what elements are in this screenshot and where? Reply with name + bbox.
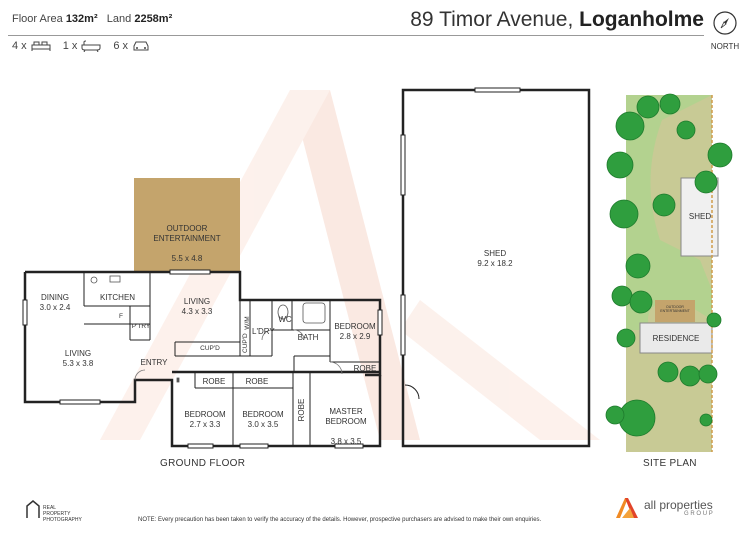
north-compass: NORTH [708,10,742,51]
outdoor-entertainment-dim: 5.5 x 4.8 [171,254,203,263]
property-address: 89 Timor Avenue, Loganholme [410,8,704,32]
bedroom-2-label: BEDROOM 2.8 x 2.9 [330,322,380,342]
living-room-name: LIVING [64,349,92,358]
kitchen-label: KITCHEN [99,293,136,302]
bedroom-4-label: BEDROOM 3.0 x 3.5 [238,410,288,430]
north-label: NORTH [710,42,740,51]
agency-name: all properties [644,498,713,512]
floor-area-label: Floor Area [12,13,63,25]
bedrooms-count: 4 x [12,40,27,52]
bedroom-3-name: BEDROOM [184,410,226,419]
outdoor-entertainment-area [134,178,240,272]
parking-count: 6 x [113,40,129,52]
fridge-label: F [119,313,123,320]
bath-icon [81,40,101,52]
shed-label: SHED 9.2 x 18.2 [460,249,530,269]
agency-logo: all properties G R O U P [614,496,713,520]
photography-logo: REAL PROPERTY PHOTOGRAPHY [26,499,82,523]
master-bedroom-label: MASTER BEDROOM 3.8 x 3.5 [316,397,376,457]
pantry-label: P'TRY [131,323,151,330]
kitchen-fixtures [90,275,326,383]
interior-walls [83,272,380,446]
living-room-dim: 5.3 x 3.8 [62,359,94,368]
bedroom-4-name: BEDROOM [242,410,284,419]
living-room-2-label: LIVING 4.3 x 3.3 [173,297,221,317]
outdoor-entertainment-name: OUTDOOR ENTERTAINMENT [153,224,221,243]
dining-label: DINING 3.0 x 2.4 [30,293,80,313]
features-row: 4 x 1 x 6 x [12,40,150,52]
living-room-label: LIVING 5.3 x 3.8 [53,349,103,369]
shed-name: SHED [483,249,507,258]
ground-floor-caption: GROUND FLOOR [160,458,246,469]
bed-icon [31,41,51,51]
disclaimer-note: NOTE: Every precaution has been taken to… [138,517,542,523]
living-room-2-name: LIVING [183,297,211,306]
robe-1-label: ROBE [202,377,226,386]
site-residence-label: RESIDENCE [652,334,700,343]
robe-4-label: ROBE [297,398,306,422]
land-label: Land [106,13,132,25]
land-value: 2258m² [134,13,173,25]
outdoor-entertainment-label: OUTDOOR ENTERTAINMENT 5.5 x 4.8 [140,214,234,274]
windows [22,269,383,449]
bedroom-2-dim: 2.8 x 2.9 [339,332,371,341]
robe-2-label: ROBE [245,377,269,386]
shed-openings [400,87,521,400]
bath-label: BATH [297,333,319,342]
agency-mark-icon [616,498,638,518]
site-outdoor-label: OUTDOOR ENTERTAINMENT [660,305,690,313]
wc-label: WC [278,315,292,324]
site-plan-caption: SITE PLAN [643,458,697,469]
floor-area: Floor Area 132m² Land 2258m² [12,13,172,25]
master-bedroom-name: MASTER BEDROOM [325,407,367,426]
bathrooms-count: 1 x [62,40,78,52]
site-plan-drawing [605,93,733,452]
photography-logo-text: REAL PROPERTY PHOTOGRAPHY [43,505,82,523]
bedroom-3-dim: 2.7 x 3.3 [189,420,221,429]
agency-group: G R O U P [684,511,713,517]
bedroom-4-dim: 3.0 x 3.5 [247,420,279,429]
cupboard-small-label: CUP'D [242,333,249,353]
laundry-label: L'DRY [252,327,275,336]
robe-3-label: ROBE [353,364,377,373]
parking-feature: 6 x [113,40,150,52]
address-street: 89 Timor Avenue, [410,8,574,31]
house-outline-icon [26,500,40,518]
bedroom-2-name: BEDROOM [334,322,376,331]
header-divider [8,35,704,36]
door-swings [134,329,343,381]
site-shed-label: SHED [688,212,712,221]
address-suburb: Loganholme [579,8,704,31]
car-icon [133,41,149,51]
bedroom-3-label: BEDROOM 2.7 x 3.3 [180,410,230,430]
compass-icon [713,11,737,35]
bedrooms-feature: 4 x [12,40,51,52]
shed-dim: 9.2 x 18.2 [477,259,513,268]
floor-area-value: 132m² [65,13,98,25]
bathrooms-feature: 1 x [63,40,102,52]
living-room-2-dim: 4.3 x 3.3 [181,307,213,316]
dining-name: DINING [41,293,69,302]
master-bedroom-dim: 3.8 x 3.5 [330,437,362,446]
dining-dim: 3.0 x 2.4 [39,303,71,312]
cupboard-label: CUP'D [200,345,220,352]
entry-label: ENTRY [140,358,168,367]
